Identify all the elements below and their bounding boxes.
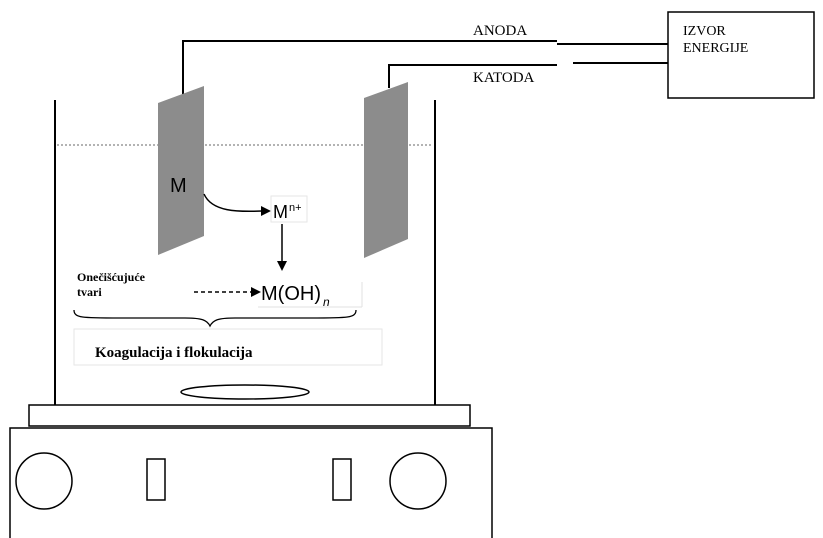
anode-label: ANODA xyxy=(473,23,527,39)
stir-bar xyxy=(180,384,310,400)
hydroxide-subscript: n xyxy=(323,295,330,309)
anode-wire xyxy=(182,40,557,98)
left-switch xyxy=(146,458,166,501)
anode-electrode xyxy=(158,86,204,255)
metal-ion-charge: n+ xyxy=(289,202,302,214)
right-switch xyxy=(332,458,352,501)
power-source-label-line2: ENERGIJE xyxy=(683,41,748,56)
oxidation-arrow xyxy=(203,193,263,213)
oxidation-arrowhead xyxy=(261,206,271,216)
metal-ion-base: M xyxy=(273,202,288,222)
coagulation-label: Koagulacija i flokulacija xyxy=(95,345,253,361)
power-source-label-line1: IZVOR xyxy=(683,24,726,39)
pollutant-arrowhead xyxy=(251,287,261,297)
metal-label: M xyxy=(170,175,187,197)
cathode-label: KATODA xyxy=(473,70,535,86)
curly-brace xyxy=(73,309,357,328)
left-knob xyxy=(15,452,73,510)
hydrolysis-arrowhead xyxy=(277,261,287,271)
stirrer-plate xyxy=(28,404,471,427)
metal-ion-box xyxy=(270,195,308,223)
hydroxide-label: M(OH) xyxy=(261,283,321,305)
stirrer-base xyxy=(9,427,493,538)
coagulation-box xyxy=(73,328,383,366)
cathode-wire xyxy=(388,64,557,88)
pollutants-label-line2: tvari xyxy=(77,285,102,299)
pollutants-label-line1: Onečišćujuće xyxy=(77,270,146,284)
cathode-electrode xyxy=(364,82,408,258)
right-knob xyxy=(389,452,447,510)
power-source-box xyxy=(667,11,815,99)
